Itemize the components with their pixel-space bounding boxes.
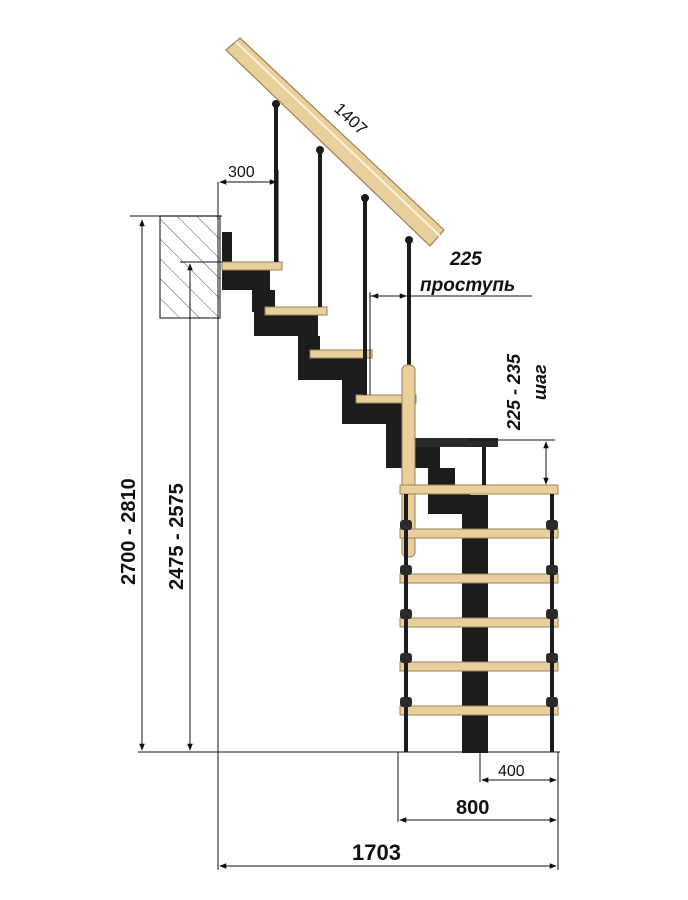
going-name-label: проступь [420,275,515,296]
upper-treads [221,261,417,404]
tread-offset-label: 300 [228,164,255,181]
step-value-label: 225 - 235 [504,353,524,431]
width-label: 800 [456,797,489,819]
handrail [225,37,445,247]
going-value-label: 225 [449,249,482,270]
total-length-label: 1703 [352,840,401,865]
height-floor-label: 2475 - 2575 [166,483,188,590]
height-total-label: 2700 - 2810 [118,478,140,585]
lower-treads [399,484,559,716]
half-width-label: 400 [498,763,525,780]
dimension-arrows [139,179,557,869]
step-name-label: шаг [530,364,550,400]
lower-balusters [404,447,554,752]
winder-tread [408,438,498,447]
extension-lines [130,170,559,870]
upper-stringer [222,232,470,514]
